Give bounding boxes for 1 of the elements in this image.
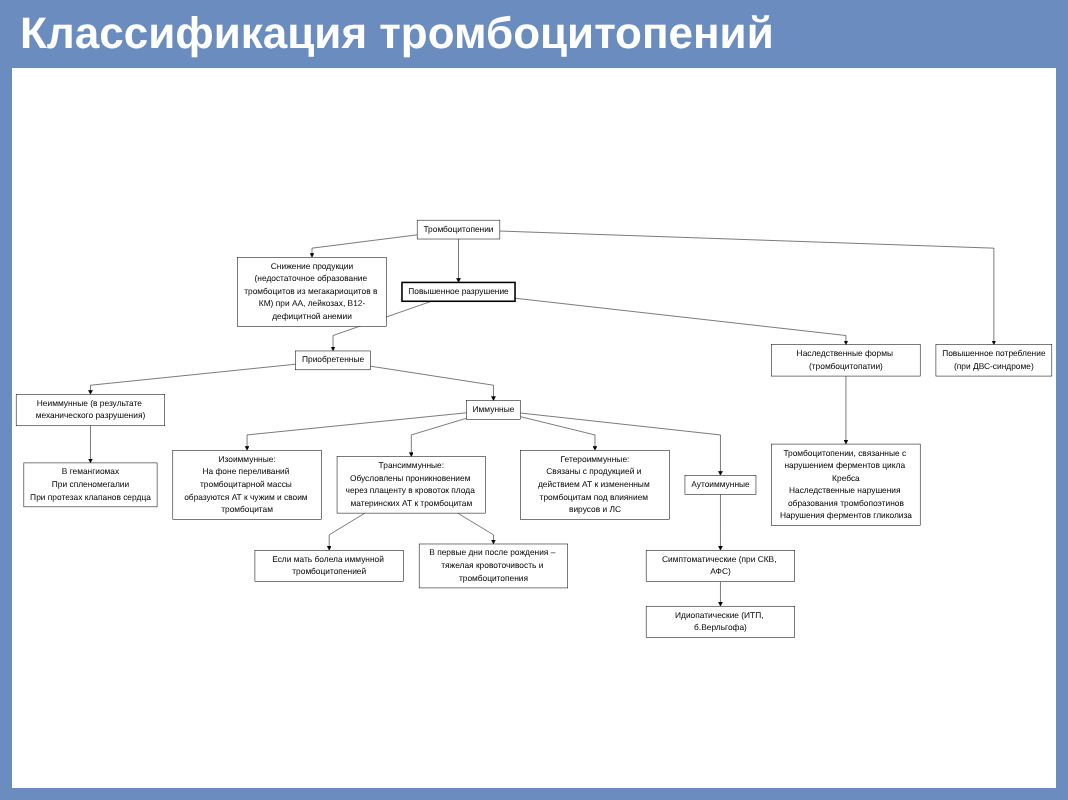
title: Классификация тромбоцитопений (18, 6, 776, 62)
